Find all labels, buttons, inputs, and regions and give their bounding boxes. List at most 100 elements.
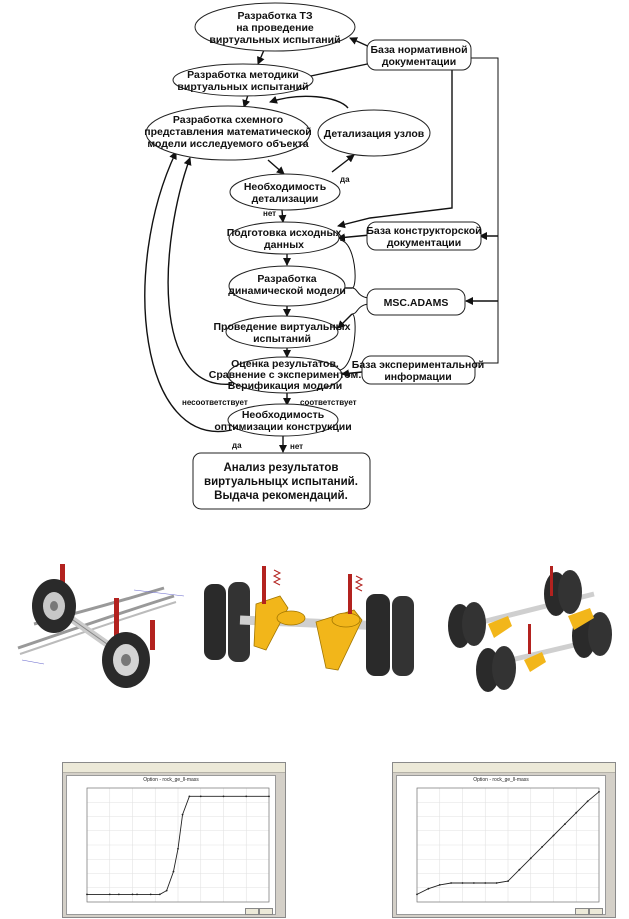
svg-text:Выдача рекомендаций.: Выдача рекомендаций.: [214, 490, 348, 502]
node-detail: Детализация узлов: [317, 109, 431, 157]
wheel-icon: [102, 632, 150, 688]
edge-label-no: нет: [263, 209, 276, 218]
svg-text:База экспериментальной: База экспериментальной: [352, 359, 484, 371]
node-tz: Разработка ТЗ на проведение виртуальных …: [194, 2, 356, 52]
data-point: [586, 800, 589, 803]
node-analysis: Анализ результатов виртуальныцх испытани…: [192, 452, 371, 510]
svg-text:Необходимость: Необходимость: [244, 181, 327, 193]
svg-text:представления математической: представления математической: [144, 126, 311, 138]
data-point: [563, 823, 566, 825]
data-point: [222, 795, 225, 798]
ok-button[interactable]: [575, 908, 589, 915]
data-point: [495, 882, 498, 884]
svg-text:документации: документации: [387, 237, 461, 249]
svg-text:Разработка схемного: Разработка схемного: [173, 114, 283, 126]
data-point: [529, 857, 532, 860]
balancer-beam-icon: [253, 595, 363, 671]
plot-title: Option - rock_ge_ll-mass: [143, 777, 199, 783]
data-point: [552, 834, 555, 837]
data-point: [199, 795, 202, 798]
svg-text:виртуальных испытаний: виртуальных испытаний: [177, 81, 308, 93]
force-curve-chart: [416, 787, 600, 903]
wheel-icon: [32, 579, 76, 633]
window-menubar: [63, 763, 285, 773]
plot-frame: [86, 787, 270, 903]
flow-edges: [144, 37, 499, 453]
svg-text:виртуальныцх испытаний.: виртуальныцх испытаний.: [204, 476, 358, 488]
plot-area: Option - rock_ge_ll-mass: [396, 775, 606, 915]
svg-text:испытаний: испытаний: [253, 333, 311, 345]
node-eval: Оценка результатов. Сравнение с эксперим…: [209, 356, 362, 394]
wheel-icon: [366, 594, 414, 676]
svg-text:детализации: детализации: [252, 193, 319, 205]
ok-button[interactable]: [245, 908, 259, 915]
svg-text:Сравнение с экспериментом.: Сравнение с экспериментом.: [209, 369, 362, 381]
svg-text:Разработка: Разработка: [257, 273, 316, 285]
node-need-detail: Необходимость детализации: [229, 173, 341, 211]
data-point: [181, 813, 184, 816]
data-point: [131, 893, 134, 896]
svg-text:документации: документации: [382, 56, 456, 68]
svg-text:Детализация узлов: Детализация узлов: [324, 128, 425, 140]
svg-text:виртуальных испытаний: виртуальных испытаний: [209, 34, 340, 46]
node-virtual-tests: Проведение виртуальных испытаний: [214, 315, 351, 349]
data-point: [438, 884, 441, 886]
data-point: [149, 893, 152, 896]
beam-axle-model-image: [17, 564, 185, 688]
svg-text:MSC.ADAMS: MSC.ADAMS: [384, 297, 449, 309]
plot-window-left: Option - rock_ge_ll-mass: [62, 762, 286, 918]
plot-area: Option - rock_ge_ll-mass: [66, 775, 276, 915]
data-point: [416, 893, 418, 896]
balancer-model-image: [204, 566, 414, 676]
data-point: [450, 882, 453, 884]
svg-text:Разработка ТЗ: Разработка ТЗ: [237, 10, 313, 22]
svg-text:Верификация модели: Верификация модели: [228, 380, 343, 392]
data-point: [165, 889, 168, 892]
node-adams: MSC.ADAMS: [366, 288, 466, 316]
data-point: [268, 795, 270, 798]
data-point: [158, 893, 161, 896]
node-constructor-base: База конструкторской документации: [366, 221, 482, 251]
wheel-icon: [204, 582, 250, 662]
window-menubar: [393, 763, 615, 773]
node-scheme: Разработка схемного представления матема…: [144, 105, 312, 161]
balancer-beam-icon: [488, 608, 594, 672]
spring-icon: [262, 566, 364, 614]
svg-text:модели исследуемого объекта: модели исследуемого объекта: [147, 138, 308, 150]
data-point: [575, 811, 578, 814]
svg-text:на проведение: на проведение: [236, 22, 314, 34]
node-methodology: Разработка методики виртуальных испытани…: [172, 63, 314, 97]
data-point: [598, 790, 600, 793]
twin-axle-model-image: [448, 566, 612, 692]
suspension-models-row: [0, 540, 629, 700]
data-point: [472, 882, 475, 884]
svg-text:оптимизации конструкции: оптимизации конструкции: [214, 421, 351, 433]
apply-button[interactable]: [259, 908, 273, 915]
svg-text:Разработка методики: Разработка методики: [187, 69, 299, 81]
edge-label-mismatch: несоответствует: [182, 398, 248, 407]
svg-text:Подготовка исходных: Подготовка исходных: [227, 227, 342, 239]
data-point: [86, 893, 88, 896]
data-point: [518, 868, 521, 871]
edge-label-no-2: нет: [290, 442, 303, 451]
svg-text:База конструкторской: База конструкторской: [366, 225, 481, 237]
data-point: [484, 882, 487, 884]
plot-window-right: Option - rock_ge_ll-mass: [392, 762, 616, 918]
data-point: [136, 893, 138, 896]
edge-label-yes: да: [340, 175, 350, 184]
data-point: [541, 846, 544, 848]
methodology-flowchart: Разработка ТЗ на проведение виртуальных …: [144, 2, 499, 510]
data-point: [108, 893, 111, 896]
series-line: [87, 795, 269, 895]
data-point: [245, 795, 248, 798]
svg-text:динамической модели: динамической модели: [228, 285, 346, 297]
node-need-optim: Необходимость оптимизации конструкции: [214, 403, 352, 437]
edge-label-yes-2: да: [232, 441, 242, 450]
apply-button[interactable]: [589, 908, 603, 915]
data-point: [177, 847, 179, 850]
data-point: [188, 795, 191, 798]
svg-text:Необходимость: Необходимость: [242, 409, 325, 421]
node-normative-base: База нормативной документации: [366, 39, 472, 71]
node-dynmodel: Разработка динамической модели: [228, 265, 346, 307]
svg-text:данных: данных: [264, 239, 304, 251]
